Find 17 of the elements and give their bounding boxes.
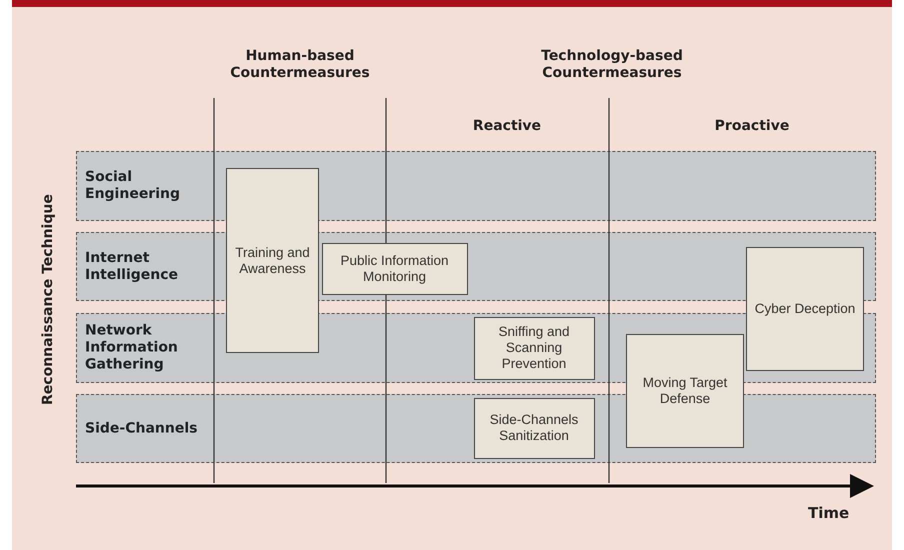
- row-heading: Internet Intelligence: [85, 250, 180, 284]
- countermeasure-box: Public Information Monitoring: [322, 242, 468, 294]
- technique-row-band: [76, 151, 876, 221]
- countermeasure-box: Side-Channels Sanitization: [474, 398, 594, 458]
- countermeasure-box: Sniffing and Scanning Prevention: [474, 316, 594, 380]
- row-heading: Social Engineering: [85, 169, 181, 203]
- column-heading: Technology-based Countermeasures: [540, 48, 684, 82]
- countermeasure-box: Moving Target Defense: [626, 334, 744, 448]
- column-subheading: Proactive: [714, 118, 790, 135]
- countermeasure-box: Cyber Deception: [746, 247, 864, 371]
- row-heading: Network Information Gathering: [85, 322, 179, 374]
- column-subheading: Reactive: [472, 118, 542, 135]
- axis-title: Reconnaissance Technique: [40, 194, 56, 408]
- axis-title: Time: [808, 504, 850, 522]
- column-heading: Human-based Countermeasures: [229, 48, 371, 82]
- row-heading: Side-Channels: [85, 420, 198, 437]
- countermeasure-box: Training and Awareness: [226, 168, 319, 353]
